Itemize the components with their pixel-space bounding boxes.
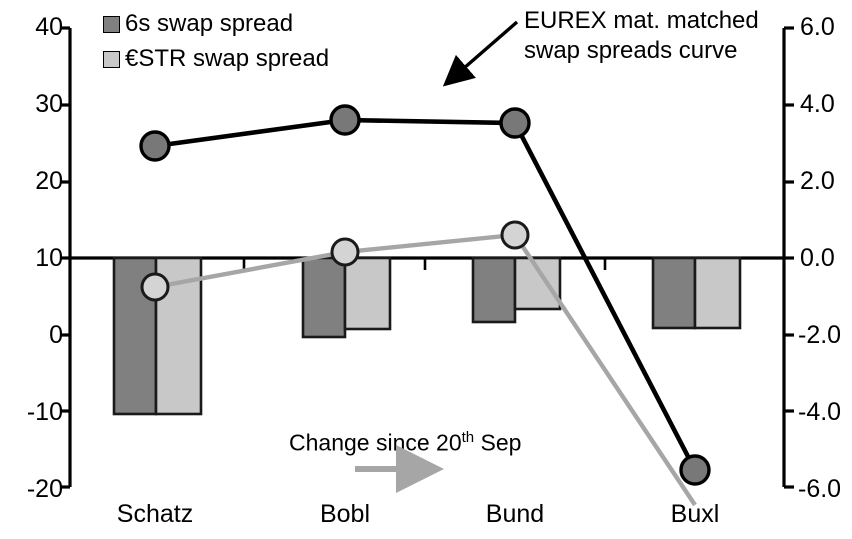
x-axis-label-bobl: Bobl — [319, 500, 371, 528]
x-axis-label-bund: Bund — [485, 500, 545, 528]
legend-item-6s-swap-spread[interactable]: 6s swap spread — [103, 10, 293, 38]
y-axis-left-tick-neg20: -20 — [26, 475, 63, 503]
marker-eurex-schatz — [139, 130, 171, 162]
legend-swatch-icon-estr — [103, 50, 120, 68]
series-change-since-sep-line — [154, 232, 697, 506]
y-axis-left-tick-10: 10 — [35, 244, 63, 272]
bar-6s-bund — [471, 256, 517, 324]
y-axis-right-tick-6: 6.0 — [800, 13, 835, 41]
annotation-arrow-icon — [442, 20, 519, 87]
y-axis-right-tick-4: 4.0 — [800, 90, 835, 118]
y-axis-left-tick-40: 40 — [35, 13, 63, 41]
bar-6s-bobl — [301, 256, 347, 339]
y-axis-left-tick-30: 30 — [35, 90, 63, 118]
annotation-change-suffix: Sep — [474, 429, 522, 456]
series-eurex-curve-line — [154, 117, 698, 472]
marker-change-bund — [500, 220, 530, 250]
marker-eurex-buxl — [679, 454, 711, 486]
marker-change-bobl — [330, 237, 360, 267]
annotation-change-superscript: th — [461, 429, 475, 446]
legend-label-6s: 6s swap spread — [125, 10, 294, 37]
annotation-change-since-note: Change since 20th Sep — [289, 429, 521, 457]
y-axis-left-tick-neg10: -10 — [26, 398, 63, 426]
annotation-curve-note-line2: swap spreads curve — [524, 37, 738, 64]
marker-eurex-bund — [499, 107, 531, 139]
y-axis-left-spine — [60, 26, 72, 489]
y-axis-right-tick-0: 0.0 — [800, 244, 835, 272]
x-axis-label-schatz: Schatz — [116, 500, 194, 528]
y-axis-right-tick-neg6: -6.0 — [798, 475, 842, 503]
y-axis-left-tick-0: 0 — [49, 321, 63, 349]
annotation-curve-note-line1: EUREX mat. matched — [524, 7, 759, 34]
y-axis-right-tick-neg4: -4.0 — [798, 398, 842, 426]
bar-estr-bobl — [343, 256, 392, 331]
y-axis-right-tick-2: 2.0 — [800, 167, 835, 195]
bar-estr-buxl — [693, 256, 742, 330]
bar-6s-buxl — [651, 256, 697, 330]
legend-swatch-icon-6s — [103, 15, 120, 33]
y-axis-left-tick-20: 20 — [35, 167, 63, 195]
marker-change-schatz — [140, 272, 170, 302]
marker-eurex-bobl — [329, 104, 361, 136]
x-axis-ticks — [242, 258, 607, 270]
legend-item-estr-swap-spread[interactable]: €STR swap spread — [103, 45, 329, 73]
y-axis-right-spine — [782, 26, 794, 489]
y-axis-right-tick-neg2: -2.0 — [798, 321, 842, 349]
legend-label-estr: €STR swap spread — [125, 45, 330, 72]
